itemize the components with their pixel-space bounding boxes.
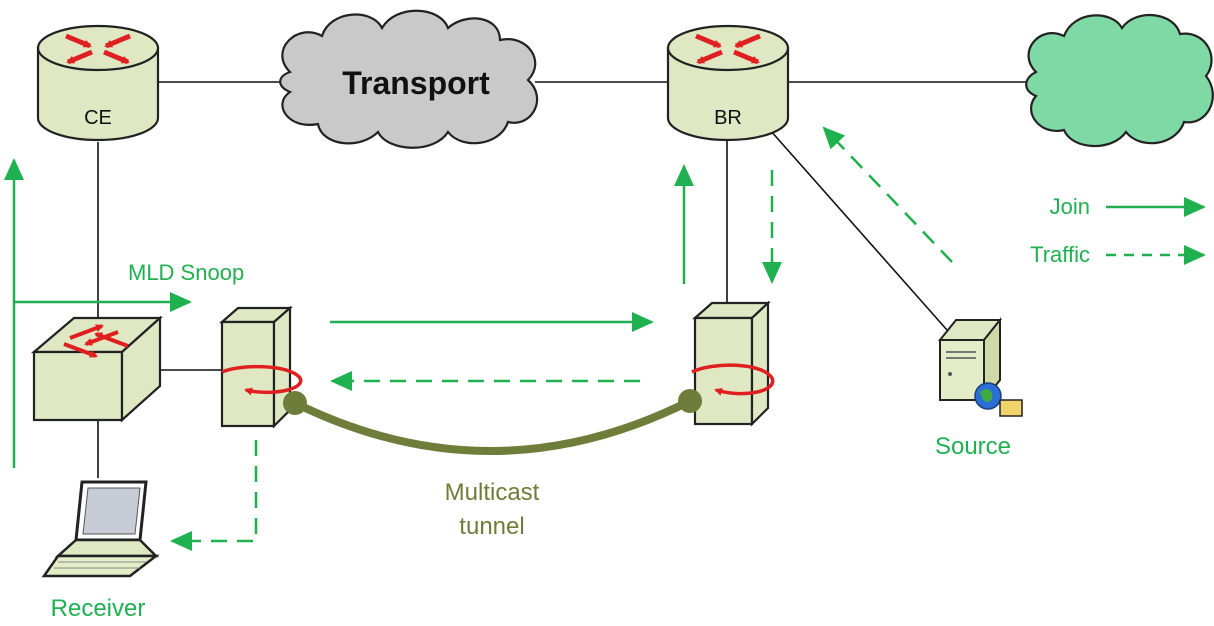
tunnel-label-line1: Multicast xyxy=(445,479,540,506)
links xyxy=(97,81,1028,478)
loop-arrow-icon xyxy=(221,364,303,396)
tunnel-curve xyxy=(291,397,694,455)
tunnel-endpoint-right xyxy=(691,300,775,427)
flow-arrows xyxy=(3,126,953,551)
routing-arrows-icon xyxy=(695,33,761,65)
legend-traffic-label: Traffic xyxy=(1030,242,1090,267)
multicast-tunnel: Multicast tunnel xyxy=(283,389,702,540)
folder-icon xyxy=(999,399,1023,417)
tunnel-end-dot-left xyxy=(283,391,307,415)
transport-cloud: Transport xyxy=(279,9,539,149)
receiver-label: Receiver xyxy=(51,595,146,622)
br-label: BR xyxy=(714,107,742,129)
tunnel-label-line2: tunnel xyxy=(459,513,524,540)
loop-arrow-icon xyxy=(691,363,775,396)
br-router: BR xyxy=(666,24,790,142)
traffic-arrow-source-br xyxy=(822,126,953,263)
traffic-arrow-to-receiver xyxy=(170,440,258,551)
source-server-icon xyxy=(937,317,1023,417)
ce-label: CE xyxy=(84,107,112,129)
tunnel-end-dot-right xyxy=(678,389,702,413)
routing-arrows-icon xyxy=(65,33,131,65)
receiver-laptop-icon xyxy=(41,480,160,578)
tunnel-endpoint-left xyxy=(219,305,303,429)
legend-join-label: Join xyxy=(1050,194,1090,219)
switching-arrows-icon xyxy=(63,324,129,358)
link-br-source xyxy=(769,129,948,331)
transport-label: Transport xyxy=(342,65,490,101)
ce-router: CE xyxy=(36,24,160,142)
mld-snoop-label: MLD Snoop xyxy=(128,260,244,285)
switch xyxy=(31,315,163,423)
legend: Join Traffic xyxy=(1030,194,1206,267)
source-label: Source xyxy=(935,433,1011,460)
external-cloud xyxy=(1025,14,1214,148)
